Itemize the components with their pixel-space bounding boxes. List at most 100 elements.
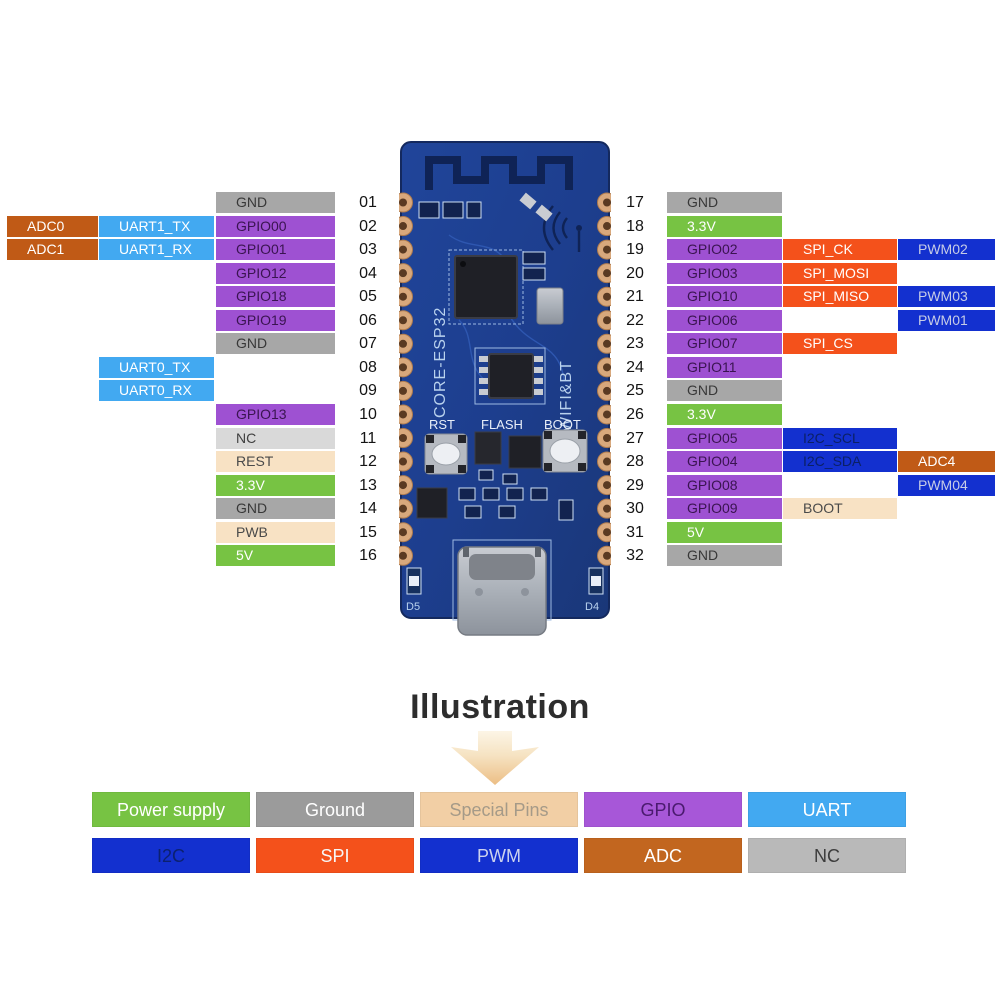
pin-cell-gpio08: GPIO08	[667, 474, 782, 496]
pin-cell-boot: BOOT	[783, 498, 897, 520]
pin-cell-adc4: ADC4	[898, 451, 995, 473]
pin-cell-i2c_scl: I2C_SCL	[783, 427, 897, 449]
pin-pads-right	[597, 192, 611, 566]
section-title: Illustration	[410, 688, 590, 726]
pin-number: 03	[359, 241, 377, 259]
legend-item-ground: Ground	[256, 792, 414, 827]
passive-components-top	[418, 192, 553, 222]
pin-cell-gpio18: GPIO18	[216, 286, 335, 308]
pin-number: 21	[626, 288, 644, 306]
pin-cell-spi_ck: SPI_CK	[783, 239, 897, 261]
pin-number: 26	[626, 405, 644, 423]
board-photo: CORE-ESP32 WIFI&BT RST FLASH BOOT	[399, 141, 611, 636]
flash-chip	[474, 347, 546, 405]
board-name-silkscreen: CORE-ESP32	[432, 307, 449, 418]
pin-number: 01	[359, 194, 377, 211]
led-d5	[406, 567, 422, 595]
pin-cell-uart0_tx: UART0_TX	[99, 356, 214, 378]
pin-cell-pwm02: PWM02	[898, 239, 995, 261]
pin-cell-pwb: PWB	[216, 521, 335, 543]
small-component	[522, 267, 546, 281]
rst-label: RST	[429, 417, 455, 432]
pin-cell-uart1_rx: UART1_RX	[99, 239, 214, 261]
usb-c-port	[452, 539, 552, 636]
pin-number: 25	[626, 382, 644, 400]
pin-cell-gpio01: GPIO01	[216, 239, 335, 261]
antenna-trace	[425, 156, 573, 190]
down-arrow-icon	[451, 731, 539, 785]
pin-number: 22	[626, 311, 644, 329]
pin-cell-3.3v: 3.3V	[216, 474, 335, 496]
pin-number: 23	[626, 335, 644, 353]
pin-number: 29	[626, 476, 644, 494]
legend-item-pwm: PWM	[420, 838, 578, 873]
pin-cell-gpio10: GPIO10	[667, 286, 782, 308]
pin-cell-5v: 5V	[216, 545, 335, 567]
pin-cell-gpio07: GPIO07	[667, 333, 782, 355]
pin-cell-gnd: GND	[667, 545, 782, 567]
pin-number: 19	[626, 241, 644, 259]
led-d5-label: D5	[406, 601, 420, 613]
pin-cell-spi_mosi: SPI_MOSI	[783, 262, 897, 284]
boot-label: BOOT	[544, 417, 581, 432]
pin-number: 09	[359, 382, 377, 400]
pin-cell-gpio05: GPIO05	[667, 427, 782, 449]
pin-number: 14	[359, 500, 377, 518]
pin-cell-gpio06: GPIO06	[667, 309, 782, 331]
rst-button	[424, 433, 468, 475]
pin-number: 24	[626, 358, 644, 376]
pin-number: 30	[626, 500, 644, 518]
pin-number: 17	[626, 194, 644, 211]
legend-item-uart: UART	[748, 792, 906, 827]
pin-cell-pwm03: PWM03	[898, 286, 995, 308]
pin-cell-spi_miso: SPI_MISO	[783, 286, 897, 308]
passive-components-bottom	[416, 487, 574, 521]
pin-number: 32	[626, 547, 644, 565]
wifi-logo-icon	[542, 205, 582, 252]
pin-cell-i2c_sda: I2C_SDA	[783, 451, 897, 473]
pin-number: 11	[359, 429, 377, 447]
pin-cell-adc1: ADC1	[7, 239, 98, 261]
pin-number: 12	[359, 453, 377, 471]
pin-number: 28	[626, 453, 644, 471]
pin-number: 08	[359, 358, 377, 376]
small-component	[522, 251, 546, 265]
legend-item-i2c: I2C	[92, 838, 250, 873]
pin-number: 20	[626, 264, 644, 282]
pin-number: 18	[626, 217, 644, 235]
legend-item-adc: ADC	[584, 838, 742, 873]
pin-number: 27	[626, 429, 644, 447]
pin-cell-gpio09: GPIO09	[667, 498, 782, 520]
flash-label: FLASH	[481, 417, 523, 432]
pin-cell-nc: NC	[216, 427, 335, 449]
pin-number: 16	[359, 547, 377, 565]
pin-cell-gpio19: GPIO19	[216, 309, 335, 331]
pin-cell-3.3v: 3.3V	[667, 403, 782, 425]
pin-cell-3.3v: 3.3V	[667, 215, 782, 237]
pin-cell-gnd: GND	[216, 498, 335, 520]
pin-number: 07	[359, 335, 377, 353]
pin-cell-gpio00: GPIO00	[216, 215, 335, 237]
pin-number: 02	[359, 217, 377, 235]
pin-number: 15	[359, 523, 377, 541]
pin-pads-left	[399, 192, 413, 566]
pin-cell-pwm01: PWM01	[898, 309, 995, 331]
legend-item-power-supply: Power supply	[92, 792, 250, 827]
pin-cell-rest: REST	[216, 451, 335, 473]
legend-item-nc: NC	[748, 838, 906, 873]
legend-item-gpio: GPIO	[584, 792, 742, 827]
boot-button	[542, 429, 588, 473]
led-d4-label: D4	[585, 601, 599, 613]
legend-item-special-pins: Special Pins	[420, 792, 578, 827]
pin-cell-gpio03: GPIO03	[667, 262, 782, 284]
pin-cell-gnd: GND	[667, 380, 782, 402]
pin-number: 04	[359, 264, 377, 282]
pin-number: 31	[626, 523, 644, 541]
pin-cell-gnd: GND	[667, 192, 782, 213]
mid-components	[474, 431, 542, 485]
pin-cell-uart0_rx: UART0_RX	[99, 380, 214, 402]
pin-cell-uart1_tx: UART1_TX	[99, 215, 214, 237]
oscillator	[536, 287, 564, 325]
legend-item-spi: SPI	[256, 838, 414, 873]
